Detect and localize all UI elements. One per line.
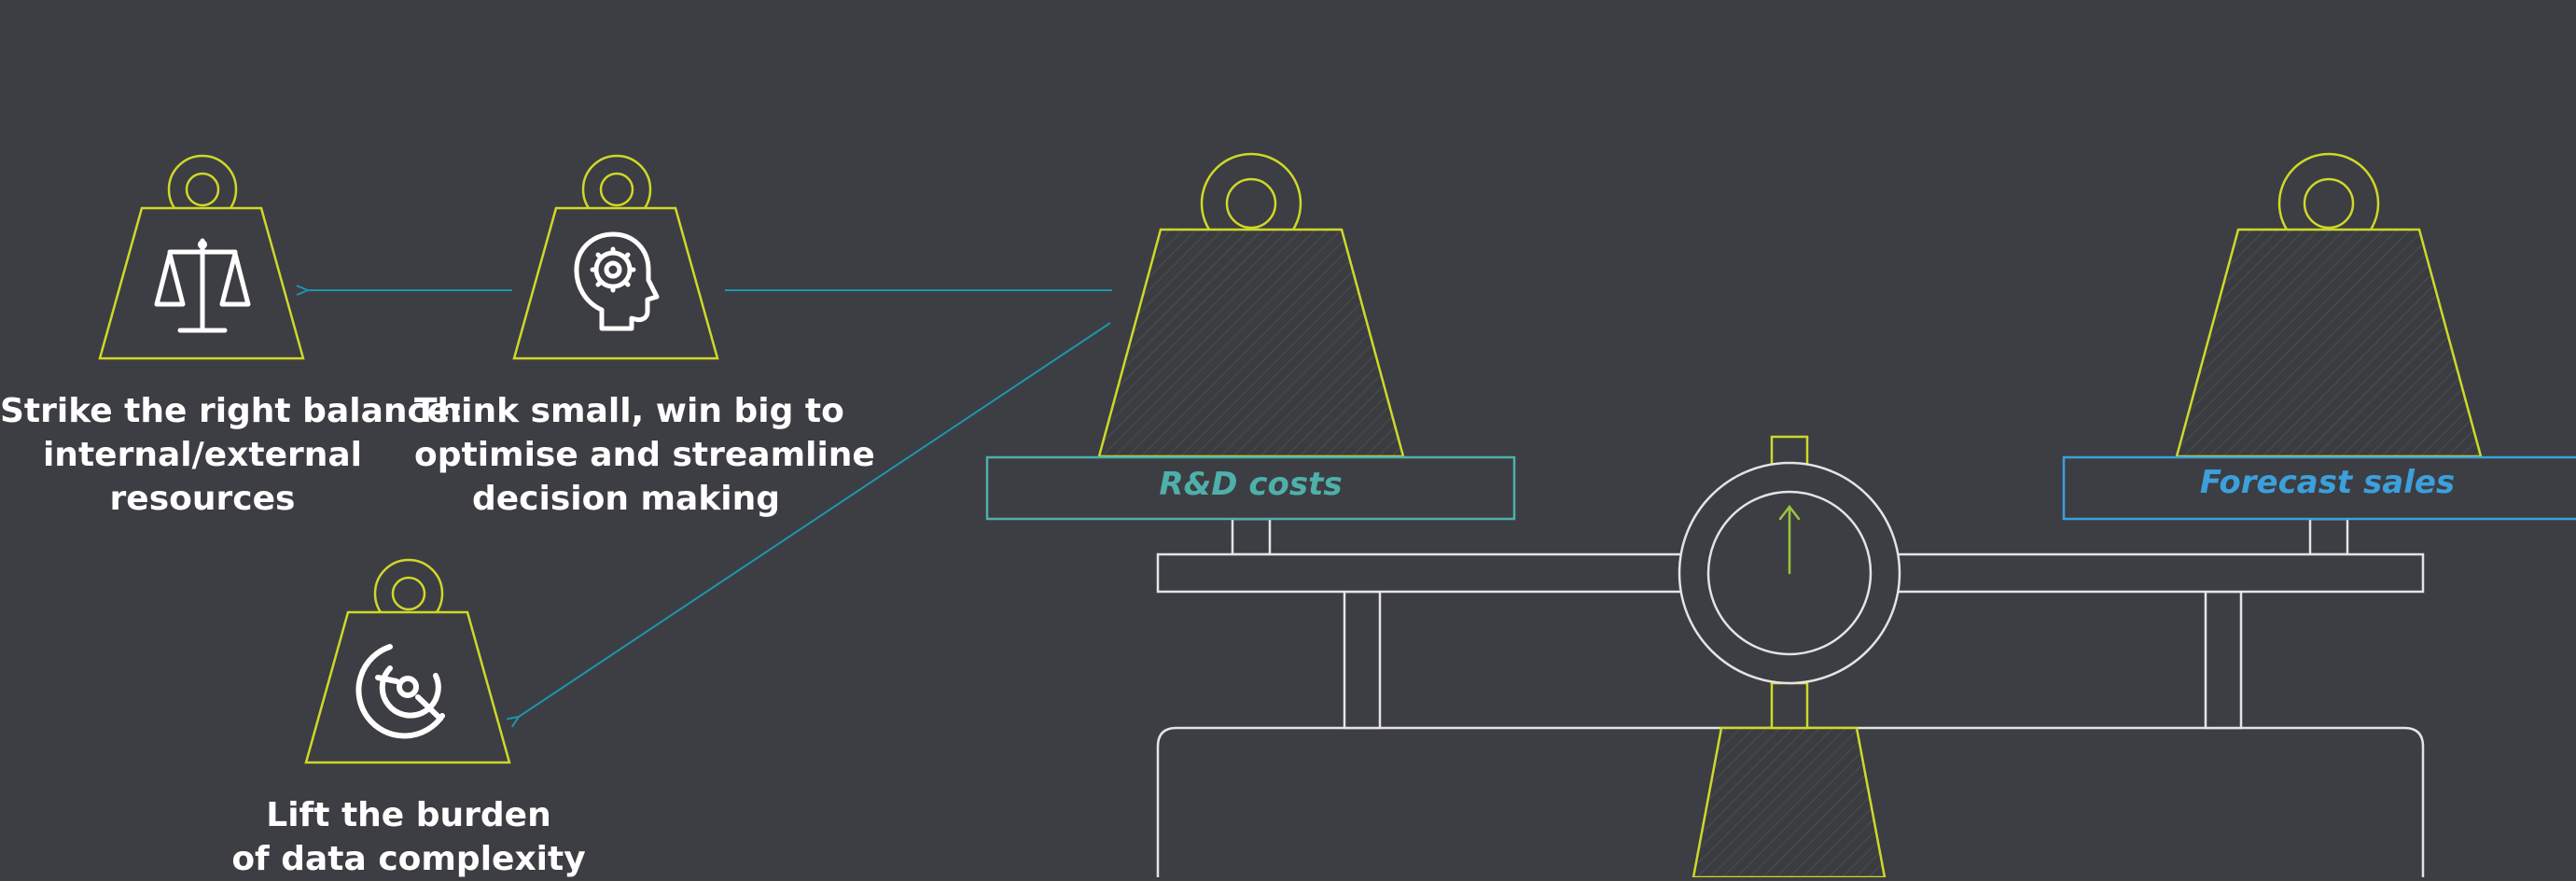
caption-think-line-1: Think small, win big to xyxy=(414,389,838,433)
rd-costs-label: R&D costs xyxy=(987,466,1514,503)
caption-balance-line-1: Strike the right balance: xyxy=(0,389,405,433)
weight-think xyxy=(514,156,717,358)
weight-forecast xyxy=(2177,154,2481,456)
weight-rd xyxy=(1099,154,1403,456)
caption-think: Think small, win big to optimise and str… xyxy=(414,389,838,521)
scale-center-stand xyxy=(1693,728,1885,877)
caption-balance-line-2: internal/external xyxy=(0,433,405,477)
forecast-sales-label: Forecast sales xyxy=(2064,464,2576,501)
caption-balance: Strike the right balance: internal/exter… xyxy=(0,389,405,521)
caption-lift-line-2: of data complexity xyxy=(213,837,605,881)
caption-balance-line-3: resources xyxy=(0,477,405,521)
caption-lift: Lift the burden of data complexity xyxy=(213,793,605,881)
weight-lift xyxy=(306,560,509,762)
caption-think-line-3: decision making xyxy=(414,477,838,521)
caption-lift-line-1: Lift the burden xyxy=(213,793,605,837)
weight-balance xyxy=(100,156,303,358)
caption-think-line-2: optimise and streamline xyxy=(414,433,838,477)
